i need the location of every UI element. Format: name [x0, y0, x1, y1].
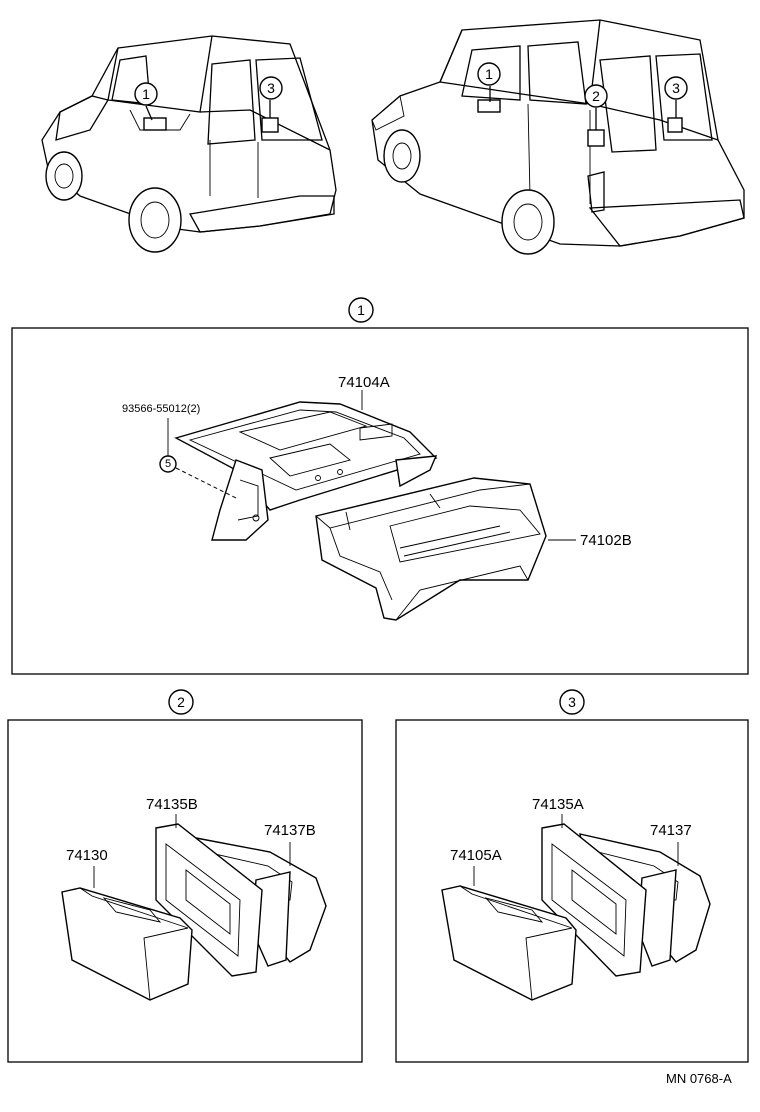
box-74130	[61, 887, 193, 1001]
section-3-number: 3	[568, 694, 576, 710]
box-74102b	[315, 477, 547, 621]
label-74137: 74137	[650, 822, 692, 839]
label-74135a: 74135A	[532, 796, 584, 813]
footer-code: MN 0768-A	[666, 1071, 732, 1086]
frame-74135a	[541, 823, 647, 977]
label-74102b: 74102B	[580, 532, 632, 549]
section-3-header: 3	[559, 689, 585, 715]
screw-callout: 5	[159, 418, 237, 499]
label-74104a: 74104A	[338, 374, 390, 391]
callout-1-short: 1	[134, 82, 158, 106]
callout-3-long: 3	[664, 76, 688, 100]
section-2-header: 2	[168, 689, 194, 715]
section-1-number: 1	[357, 302, 365, 318]
label-screw: 93566-55012(2)	[122, 403, 200, 415]
callout-1-long: 1	[477, 62, 501, 86]
label-74137b: 74137B	[264, 822, 316, 839]
callout-2-number: 2	[592, 88, 600, 104]
callout-3-number: 3	[672, 80, 680, 96]
tray-74104a	[174, 401, 438, 541]
section-3-frame	[395, 719, 749, 1063]
box-74105a	[441, 885, 577, 1001]
vehicle-short: 1 3	[41, 35, 337, 253]
section-2-number: 2	[177, 694, 185, 710]
section-1-header: 1	[348, 297, 374, 323]
label-74130: 74130	[66, 847, 108, 864]
callout-3-number: 3	[267, 80, 275, 96]
label-74135b: 74135B	[146, 796, 198, 813]
callout-1-number: 1	[142, 86, 150, 102]
callout-1-number: 1	[485, 66, 493, 82]
section-1-frame	[11, 327, 749, 675]
callout-2-long: 2	[584, 84, 608, 108]
screw-callout-number: 5	[165, 458, 171, 470]
callout-3-short: 3	[259, 76, 283, 100]
vehicle-long: 1 2 3	[371, 19, 745, 255]
frame-74135b	[155, 823, 263, 977]
section-2-frame	[7, 719, 363, 1063]
label-74105a: 74105A	[450, 847, 502, 864]
